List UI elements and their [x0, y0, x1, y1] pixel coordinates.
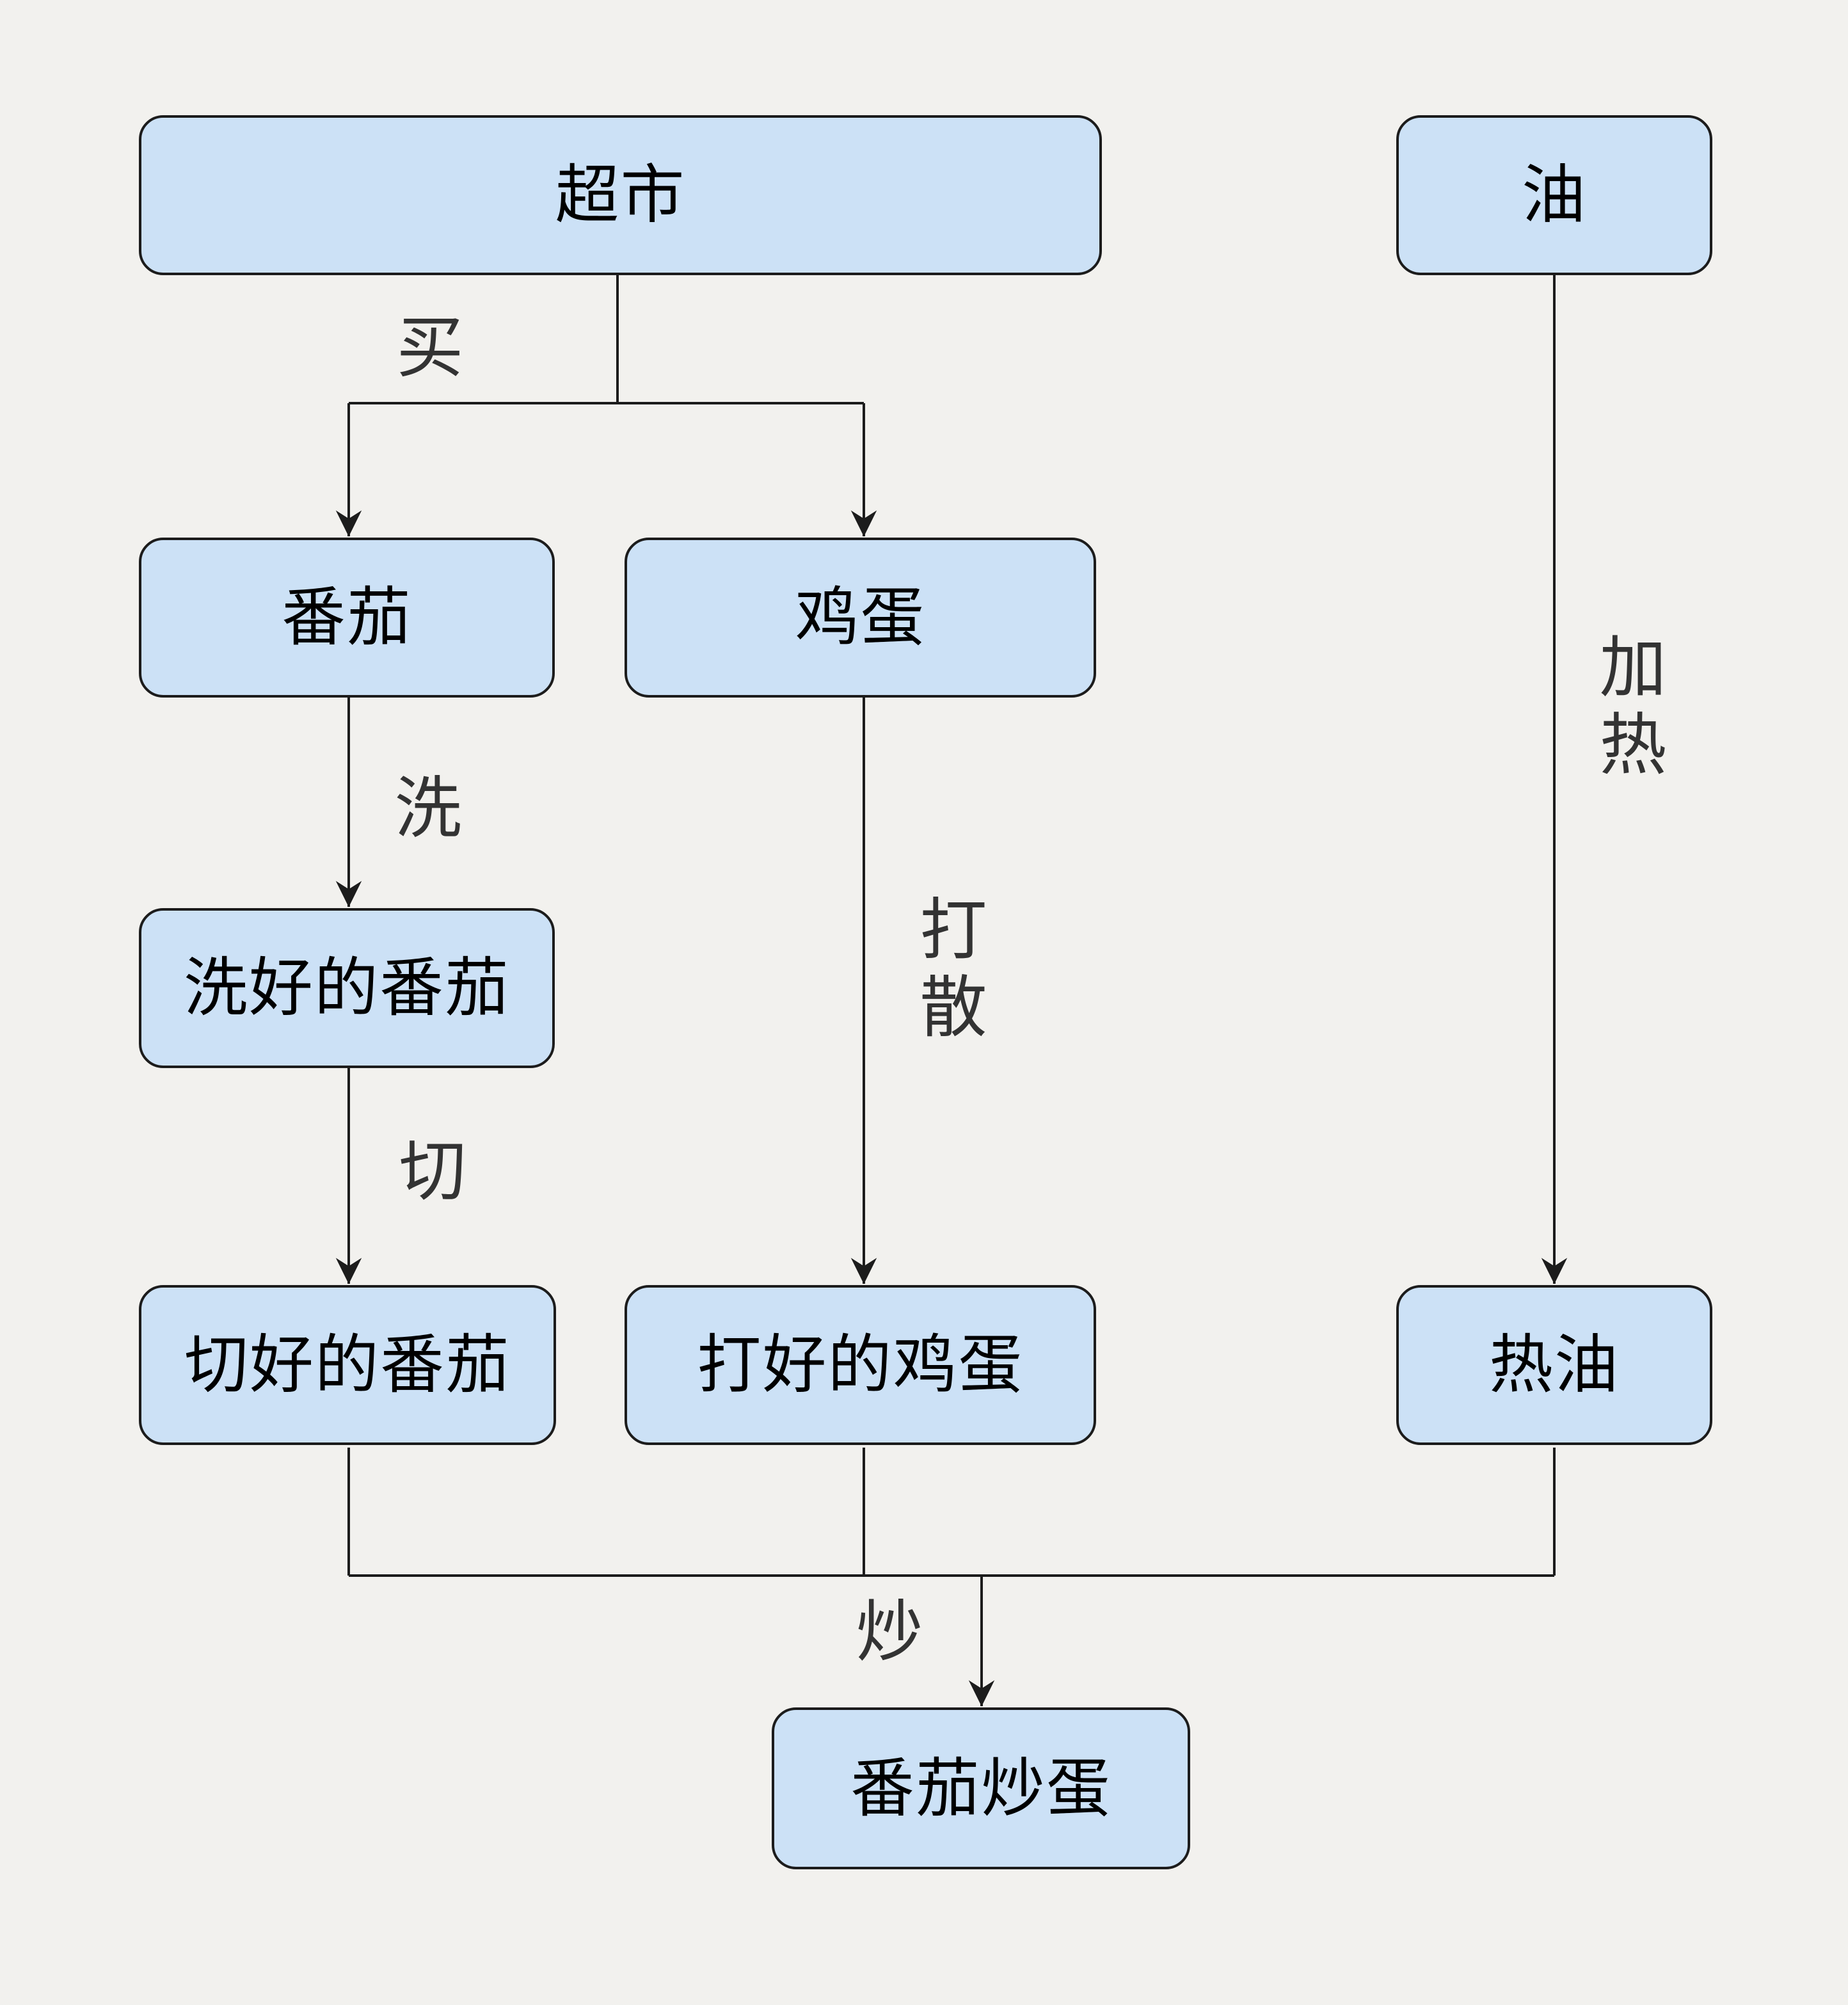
edge-label-buy: 买 [396, 310, 464, 386]
edge-label-heat: 加热 [1599, 630, 1667, 783]
edge-label-fry: 炒 [856, 1595, 923, 1670]
node-supermarket: 超市 [139, 115, 1102, 275]
node-beaten-egg: 打好的鸡蛋 [625, 1285, 1096, 1445]
edge-label-wash: 洗 [394, 771, 462, 847]
node-dish: 番茄炒蛋 [772, 1707, 1190, 1869]
node-washed-tomato: 洗好的番茄 [139, 908, 555, 1068]
node-hot-oil: 热油 [1396, 1285, 1712, 1445]
node-egg: 鸡蛋 [625, 538, 1096, 698]
edge-label-cut: 切 [399, 1134, 466, 1210]
edge-label-beat: 打散 [920, 893, 987, 1045]
node-oil: 油 [1396, 115, 1712, 275]
node-tomato: 番茄 [139, 538, 555, 698]
node-cut-tomato: 切好的番茄 [139, 1285, 556, 1445]
